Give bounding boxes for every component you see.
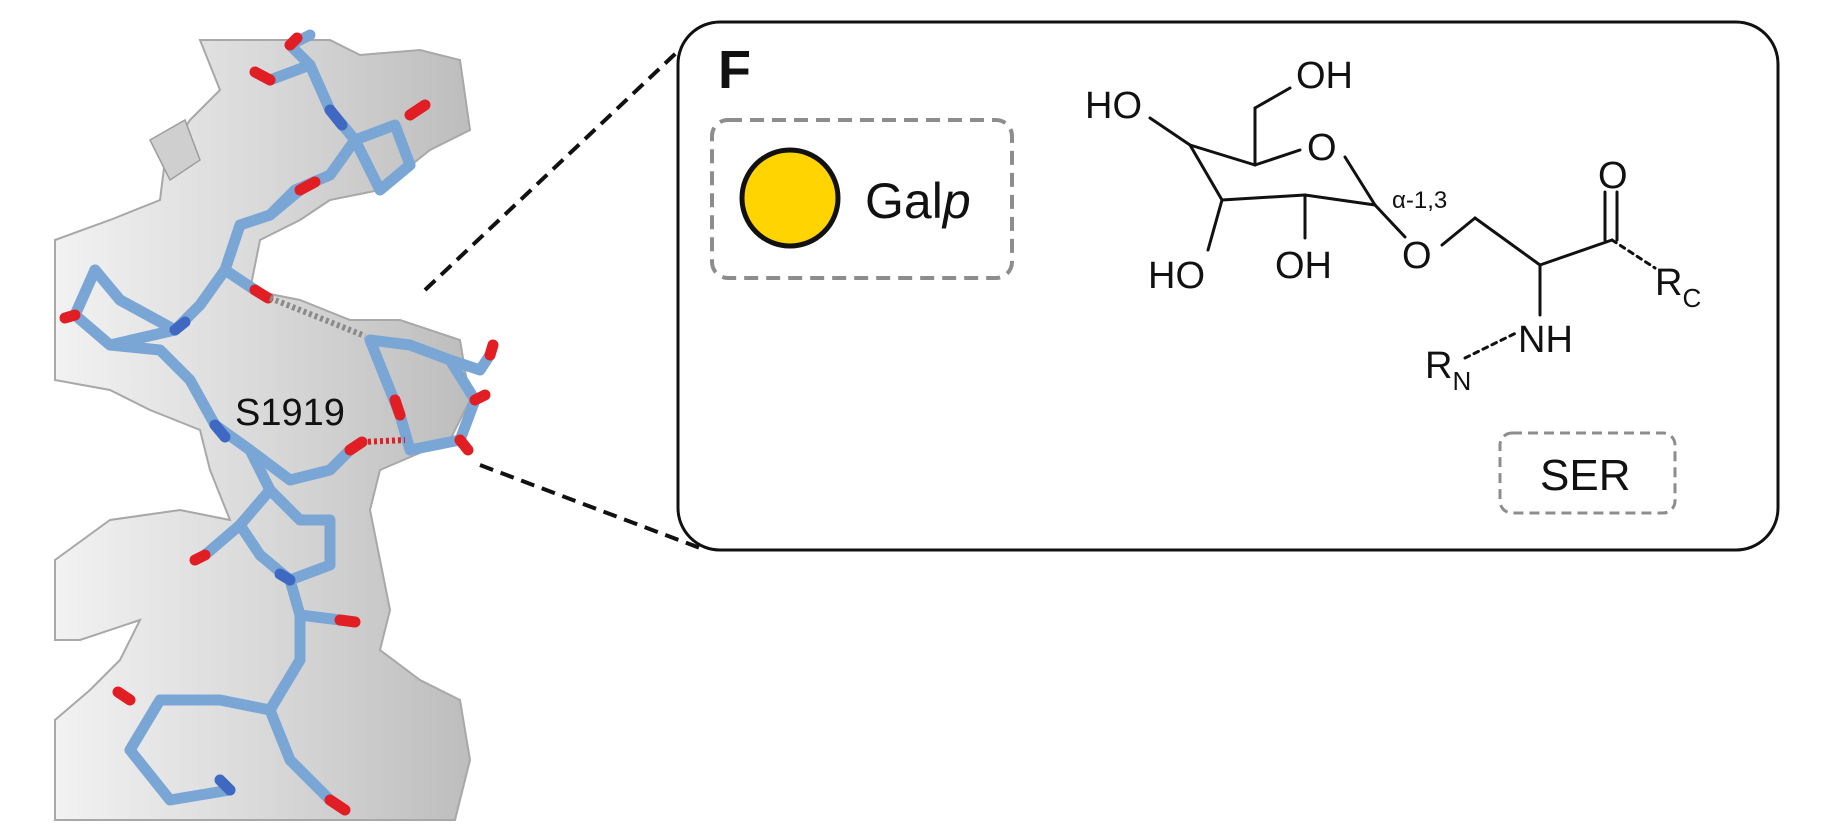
carbonyl-bond bbox=[264, 184, 306, 221]
carbonyl-bond bbox=[199, 519, 246, 561]
glycan-branch bbox=[444, 349, 496, 376]
proline-ring bbox=[124, 694, 276, 806]
oxygen-atom bbox=[294, 176, 321, 196]
bond bbox=[1373, 203, 1407, 239]
bond bbox=[1148, 116, 1192, 147]
atom-label-glyco-o: O bbox=[1402, 235, 1432, 277]
oxygen-atom bbox=[112, 686, 136, 706]
atom-label-carbonyl-o: O bbox=[1598, 155, 1628, 197]
callout-frame bbox=[676, 20, 1780, 552]
ser-residue-box: SER bbox=[1498, 431, 1677, 515]
legend-box bbox=[710, 118, 1014, 280]
atom-label-rn: RN bbox=[1425, 345, 1471, 396]
structure-labels: HO OH O HO OH α-1,3 O O NH RN RC bbox=[1085, 55, 1701, 396]
rc-subscript: C bbox=[1682, 283, 1701, 313]
oxygen-atom bbox=[249, 66, 276, 86]
rc-base: R bbox=[1655, 262, 1682, 304]
rn-subscript: N bbox=[1452, 366, 1471, 396]
ser-box-label: SER bbox=[1540, 451, 1630, 500]
density-map-panel: S1919 bbox=[54, 29, 499, 821]
proline-ring bbox=[264, 484, 336, 586]
hydrogen-bond bbox=[361, 437, 406, 445]
zoom-connector-bottom bbox=[479, 463, 701, 550]
bond bbox=[1206, 198, 1224, 252]
oxygen-atom bbox=[389, 394, 406, 421]
ser-box-frame bbox=[1498, 431, 1677, 515]
bond bbox=[1253, 148, 1302, 167]
hydrogen-bond bbox=[268, 295, 367, 339]
oxygen-atom bbox=[454, 434, 474, 456]
serine-side-chain bbox=[244, 444, 356, 486]
atom-label-oh-bottom: OH bbox=[1275, 245, 1332, 287]
galp-label-suffix: p bbox=[941, 173, 971, 229]
oxygen-atom bbox=[249, 284, 274, 304]
bond bbox=[1303, 193, 1377, 207]
chemical-structure bbox=[1148, 86, 1657, 360]
bond bbox=[1188, 143, 1257, 167]
atom-label-ho-bottom: HO bbox=[1148, 255, 1205, 297]
atom-label-nh: NH bbox=[1518, 319, 1573, 361]
oxygen-atom bbox=[469, 389, 491, 406]
bond bbox=[1440, 216, 1477, 247]
oxygen-atom bbox=[404, 99, 431, 121]
oxygen-atom bbox=[189, 549, 211, 566]
atom-label-ho-top: HO bbox=[1085, 85, 1142, 127]
bond bbox=[1538, 238, 1614, 267]
oxygen-atom bbox=[344, 436, 368, 456]
density-surface bbox=[54, 39, 472, 821]
atom-label-ring-o: O bbox=[1307, 127, 1337, 169]
dashed-bond bbox=[1610, 238, 1657, 270]
residue-label: S1919 bbox=[235, 392, 345, 434]
proline-ring bbox=[69, 264, 181, 351]
galp-label: Galp bbox=[865, 173, 971, 229]
proline-ring bbox=[349, 119, 416, 196]
nitrogen-atom bbox=[274, 568, 296, 586]
heteroatoms bbox=[59, 32, 499, 816]
bond bbox=[1253, 86, 1292, 110]
n-term-branch bbox=[264, 59, 316, 86]
oxygen-atom bbox=[59, 309, 81, 324]
nitrogen-atom bbox=[214, 774, 236, 796]
dashed-bond bbox=[1463, 330, 1520, 360]
bond bbox=[1188, 143, 1224, 202]
galp-label-prefix: Gal bbox=[865, 173, 943, 229]
density-surface-back bbox=[149, 118, 201, 182]
carbonyl-bond bbox=[294, 609, 346, 626]
atom-label-oh-top: OH bbox=[1296, 55, 1353, 97]
bond bbox=[1220, 193, 1307, 202]
panel-label: F bbox=[718, 40, 751, 100]
galp-legend: Galp bbox=[710, 118, 1014, 280]
oxygen-atom bbox=[284, 32, 303, 51]
oxygen-atom bbox=[334, 614, 361, 628]
linkage-label: α-1,3 bbox=[1392, 187, 1447, 214]
nitrogen-atom bbox=[169, 316, 191, 336]
callout-panel: F Galp bbox=[676, 20, 1780, 552]
oxygen-atom bbox=[484, 339, 499, 361]
atom-label-rc: RC bbox=[1655, 262, 1701, 313]
nitrogen-atom bbox=[209, 419, 231, 443]
nitrogen-atom bbox=[324, 104, 348, 131]
rn-base: R bbox=[1425, 345, 1452, 387]
zoom-connector-top bbox=[423, 36, 694, 292]
oxygen-atom bbox=[324, 794, 351, 816]
bond bbox=[1473, 216, 1542, 267]
bond bbox=[1343, 155, 1377, 207]
galp-circle-icon bbox=[739, 147, 841, 249]
carbonyl-bond bbox=[219, 264, 261, 296]
glycan-ring bbox=[364, 334, 481, 456]
